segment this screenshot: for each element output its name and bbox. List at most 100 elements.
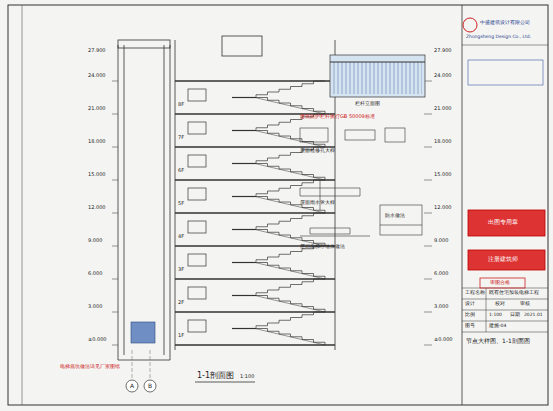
- section-line: [112, 213, 118, 214]
- section-line: [302, 315, 303, 318]
- section-line: [255, 296, 325, 313]
- drawing-label: 建筑防护栏杆执行GB 50009标准: [300, 114, 375, 120]
- section-line: [175, 344, 335, 346]
- section-line: [255, 98, 325, 115]
- section-line: [175, 212, 335, 214]
- section-line: [302, 139, 303, 142]
- drawing-label: 屋面检修孔大样: [300, 148, 335, 154]
- section-line: [290, 120, 291, 123]
- drawing-label: 18.000: [88, 139, 106, 145]
- drawing-label: 27.900: [434, 48, 452, 54]
- drawing-label: 层间电梯厅墙体做法: [300, 244, 345, 250]
- drawing-label: ±0.000: [88, 337, 107, 343]
- section-line: [290, 202, 291, 205]
- drawing-label: 8F: [178, 102, 184, 108]
- section-line: [267, 131, 268, 134]
- section-line: [279, 188, 291, 189]
- section-line: [279, 254, 291, 255]
- section-line: [302, 281, 314, 282]
- section-line: [267, 257, 268, 260]
- drawing-label: 校对: [495, 302, 505, 307]
- drawing-label: 工程名称: [465, 291, 485, 296]
- section-line: [325, 177, 326, 180]
- section-line: [325, 342, 326, 345]
- window: [188, 122, 206, 134]
- section-line: [268, 92, 280, 93]
- section-line: [256, 259, 268, 260]
- section-line: [424, 279, 432, 280]
- window: [188, 221, 206, 233]
- section-line: [302, 238, 303, 241]
- section-line: [267, 98, 268, 101]
- section-line: [232, 262, 256, 263]
- section-line: [290, 219, 291, 222]
- section-line: [279, 221, 280, 224]
- section-line: [267, 125, 268, 128]
- section-line: [267, 329, 268, 332]
- section-line: [313, 340, 314, 343]
- section-line: [302, 183, 303, 186]
- section-line: [279, 320, 291, 321]
- section-line: [302, 205, 303, 208]
- section-line: [313, 274, 314, 277]
- section-line: [279, 155, 280, 158]
- section-line: [268, 257, 280, 258]
- section-line: [256, 163, 268, 164]
- section-line: [256, 160, 268, 161]
- section-line: [313, 208, 314, 211]
- section-line: [279, 265, 280, 268]
- section-line: [175, 311, 335, 313]
- section-line: [279, 298, 280, 301]
- section-line: [112, 312, 118, 313]
- section-line: [290, 136, 291, 139]
- section-line: [267, 158, 268, 161]
- section-line: [279, 254, 280, 257]
- section-line: [267, 296, 268, 299]
- section-line: [112, 345, 118, 346]
- drawing-label: 出图专用章: [488, 219, 518, 226]
- section-line: [290, 318, 291, 321]
- window: [188, 155, 206, 167]
- section-line: [112, 81, 118, 82]
- window: [188, 188, 206, 200]
- section-line: [268, 191, 280, 192]
- section-line: [291, 218, 303, 219]
- section-line: [112, 114, 118, 115]
- drawing-label: 2021.01: [524, 313, 543, 318]
- section-line: [325, 309, 326, 312]
- section-line: [290, 169, 291, 172]
- section-line: [290, 334, 291, 337]
- section-line: [290, 285, 291, 288]
- window: [188, 89, 206, 101]
- section-line: [279, 89, 291, 90]
- section-line: [290, 87, 291, 90]
- section-line: [313, 175, 314, 178]
- section-line: [175, 80, 335, 82]
- section-line: [112, 246, 118, 247]
- drawing-label: 屋面雨水管大样: [300, 200, 335, 206]
- section-line: [256, 328, 268, 329]
- drawing-label: 27.900: [88, 48, 106, 54]
- section-line: [279, 287, 291, 288]
- section-line: [267, 290, 268, 293]
- drawing-label: B: [148, 383, 152, 390]
- section-line: [291, 119, 303, 120]
- section-line: [232, 295, 256, 296]
- drawing-label: 建施-04: [489, 324, 506, 329]
- section-line: [232, 328, 256, 329]
- section-line: [232, 229, 256, 230]
- drawing-label: 24.000: [434, 73, 452, 79]
- drawing-label: 21.000: [434, 106, 452, 112]
- section-line: [256, 97, 268, 98]
- drawing-label: 日期: [510, 313, 520, 318]
- section-line: [112, 147, 118, 148]
- section-line: [268, 158, 280, 159]
- section-line: [325, 210, 326, 213]
- section-line: [267, 263, 268, 266]
- drawing-label: 6.000: [434, 271, 448, 277]
- section-line: [232, 97, 256, 98]
- drawing-label: 6F: [178, 168, 184, 174]
- section-line: [424, 345, 432, 346]
- section-line: [424, 114, 432, 115]
